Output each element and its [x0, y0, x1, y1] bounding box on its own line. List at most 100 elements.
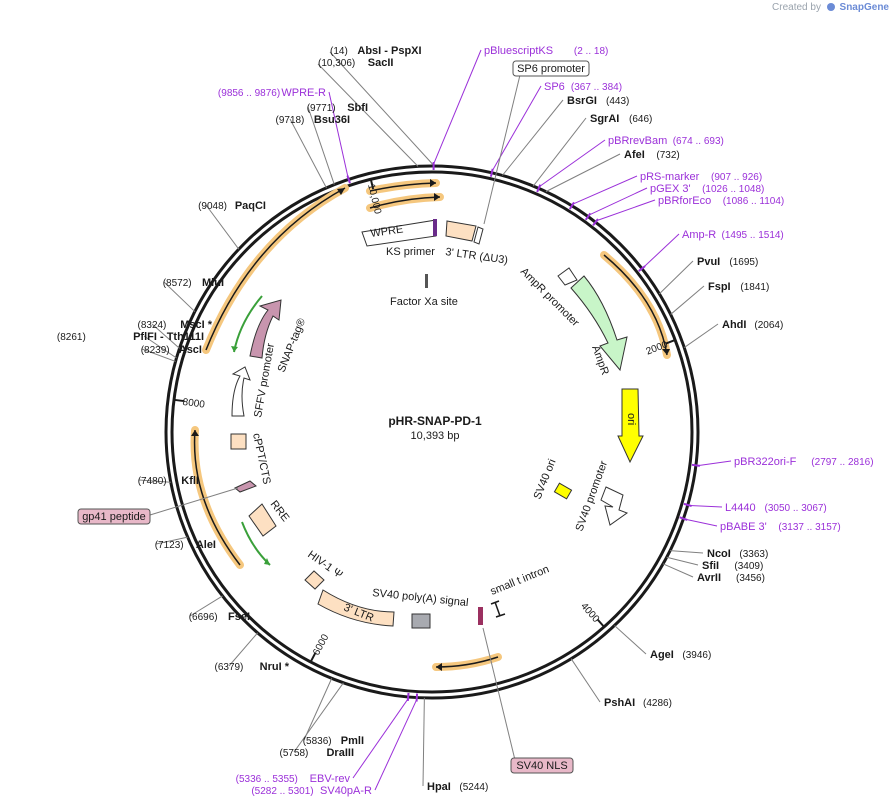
primer-mark — [684, 504, 692, 506]
primer-leader — [643, 234, 679, 267]
credit: Created by SnapGene — [772, 2, 889, 13]
ltr3-du3-feature — [446, 221, 476, 241]
enzyme-name: SgrAI — [590, 113, 619, 125]
cppt-label: cPPT/CTS — [250, 432, 273, 485]
enzyme-name: HpaI — [427, 781, 451, 793]
enzyme-position: (732) — [656, 150, 679, 161]
sv40-nls-label: SV40 NLS — [516, 760, 567, 772]
enzyme-position: (8261) — [57, 332, 86, 343]
plasmid-name: pHR-SNAP-PD-1 — [388, 414, 482, 428]
sv40-ori-label: SV40 ori — [532, 457, 559, 501]
enzyme-position: (9771) — [307, 103, 336, 114]
enzyme-position: (9048) — [198, 201, 227, 212]
primer-range: (5282 .. 5301) — [251, 786, 313, 797]
primer-name: pBluescriptKS — [484, 45, 553, 57]
enzyme-position: (1841) — [740, 282, 769, 293]
enzyme-position: (5244) — [459, 782, 488, 793]
enzyme-leader — [614, 626, 646, 654]
snapgene-logo-icon — [827, 3, 835, 11]
enzyme-position: (5758) — [279, 748, 308, 759]
sv40-promoter-feature — [601, 487, 627, 525]
primer-range: (907 .. 926) — [711, 172, 762, 183]
enzyme-position: (443) — [606, 96, 629, 107]
enzyme-position: (4286) — [643, 698, 672, 709]
enzyme-position: (5836) — [303, 736, 332, 747]
orf-arc-left-upper — [206, 188, 345, 350]
enzyme-position: (3363) — [739, 549, 768, 560]
enzyme-name: AhdI — [722, 319, 746, 331]
enzyme-position: (7480) — [138, 476, 167, 487]
primer-range: (9856 .. 9876) — [218, 88, 280, 99]
primer-name: pBRforEco — [658, 195, 711, 207]
enzyme-name: SfiI — [702, 560, 719, 572]
primer-leader — [698, 461, 731, 466]
primer-mark — [347, 176, 350, 184]
enzyme-position: (10,306) — [318, 58, 355, 69]
primer-leader — [573, 176, 637, 204]
enzyme-position: (8324) — [137, 320, 166, 331]
enzyme-leader — [659, 261, 693, 294]
sffv-feature — [232, 367, 250, 416]
orf-arc-top-1 — [370, 183, 436, 191]
enzyme-leader — [571, 659, 600, 702]
plasmid-length: 10,393 bp — [411, 430, 460, 442]
enzyme-name: KflI — [181, 475, 199, 487]
enzyme-position: (2064) — [754, 320, 783, 331]
small-t-intron-label: small t intron — [489, 563, 551, 597]
sp6-promoter-label: SP6 promoter — [517, 63, 585, 75]
gp41-label: gp41 peptide — [82, 511, 146, 523]
ampr-promoter-feature — [558, 268, 577, 285]
enzyme-position: (9718) — [275, 115, 304, 126]
cppt-feature — [231, 434, 246, 449]
primer-range: (1495 .. 1514) — [722, 230, 784, 241]
sv40-ori-feature — [554, 483, 571, 499]
enzyme-name: BsrGI — [567, 95, 597, 107]
enzyme-name: AscI — [179, 344, 202, 356]
enzyme-position: (14) — [330, 46, 348, 57]
enzyme-position: (8572) — [163, 278, 192, 289]
enzyme-name: MluI — [202, 277, 224, 289]
enzyme-name: PmlI — [341, 735, 364, 747]
tick-label: 4000 — [578, 601, 601, 625]
enzyme-name: AbsI - PspXI — [357, 45, 421, 57]
enzyme-name: FspI — [708, 281, 731, 293]
enzyme-position: (6696) — [189, 612, 218, 623]
primer-leader — [434, 50, 481, 164]
tick-label: 8000 — [182, 397, 206, 411]
primer-mark — [692, 465, 700, 466]
sv40-polya-feature — [412, 614, 430, 628]
enzyme-name: SbfI — [347, 102, 368, 114]
enzyme-position: (7123) — [155, 540, 184, 551]
orf-arc-bottom — [436, 657, 498, 667]
ltr3-du3-label: 3' LTR (ΔU3) — [445, 246, 509, 267]
enzyme-name: AfeI — [624, 149, 645, 161]
enzyme-leader — [546, 154, 620, 192]
enzyme-name: AleI — [196, 539, 216, 551]
primer-leader — [589, 188, 647, 215]
small-t-intron-feature — [491, 601, 505, 617]
primer-range: (3137 .. 3157) — [778, 522, 840, 533]
primer-range: (367 .. 384) — [571, 82, 622, 93]
tick-label: 6000 — [311, 632, 331, 657]
enzyme-leader — [684, 324, 718, 348]
enzyme-leader — [290, 119, 326, 188]
credit-text: Created by — [772, 2, 821, 13]
enzyme-name: NcoI — [707, 548, 731, 560]
primer-leader — [685, 519, 717, 526]
enzyme-leader — [667, 557, 698, 565]
primer-name: Amp-R — [682, 229, 716, 241]
primer-mark — [680, 517, 688, 520]
primer-name: pRS-marker — [640, 171, 700, 183]
ori-label: ori — [625, 413, 637, 425]
factor-xa-mark — [425, 274, 428, 288]
primer-leader — [690, 506, 722, 507]
primer-range: (5336 .. 5355) — [236, 774, 298, 785]
enzyme-position: (1695) — [729, 257, 758, 268]
enzyme-leader — [423, 698, 424, 786]
ks-primer-label: KS primer — [386, 246, 435, 258]
enzyme-position: (646) — [629, 114, 652, 125]
sv40-nls-callout: SV40 NLS — [483, 628, 573, 773]
primer-range: (674 .. 693) — [673, 136, 724, 147]
